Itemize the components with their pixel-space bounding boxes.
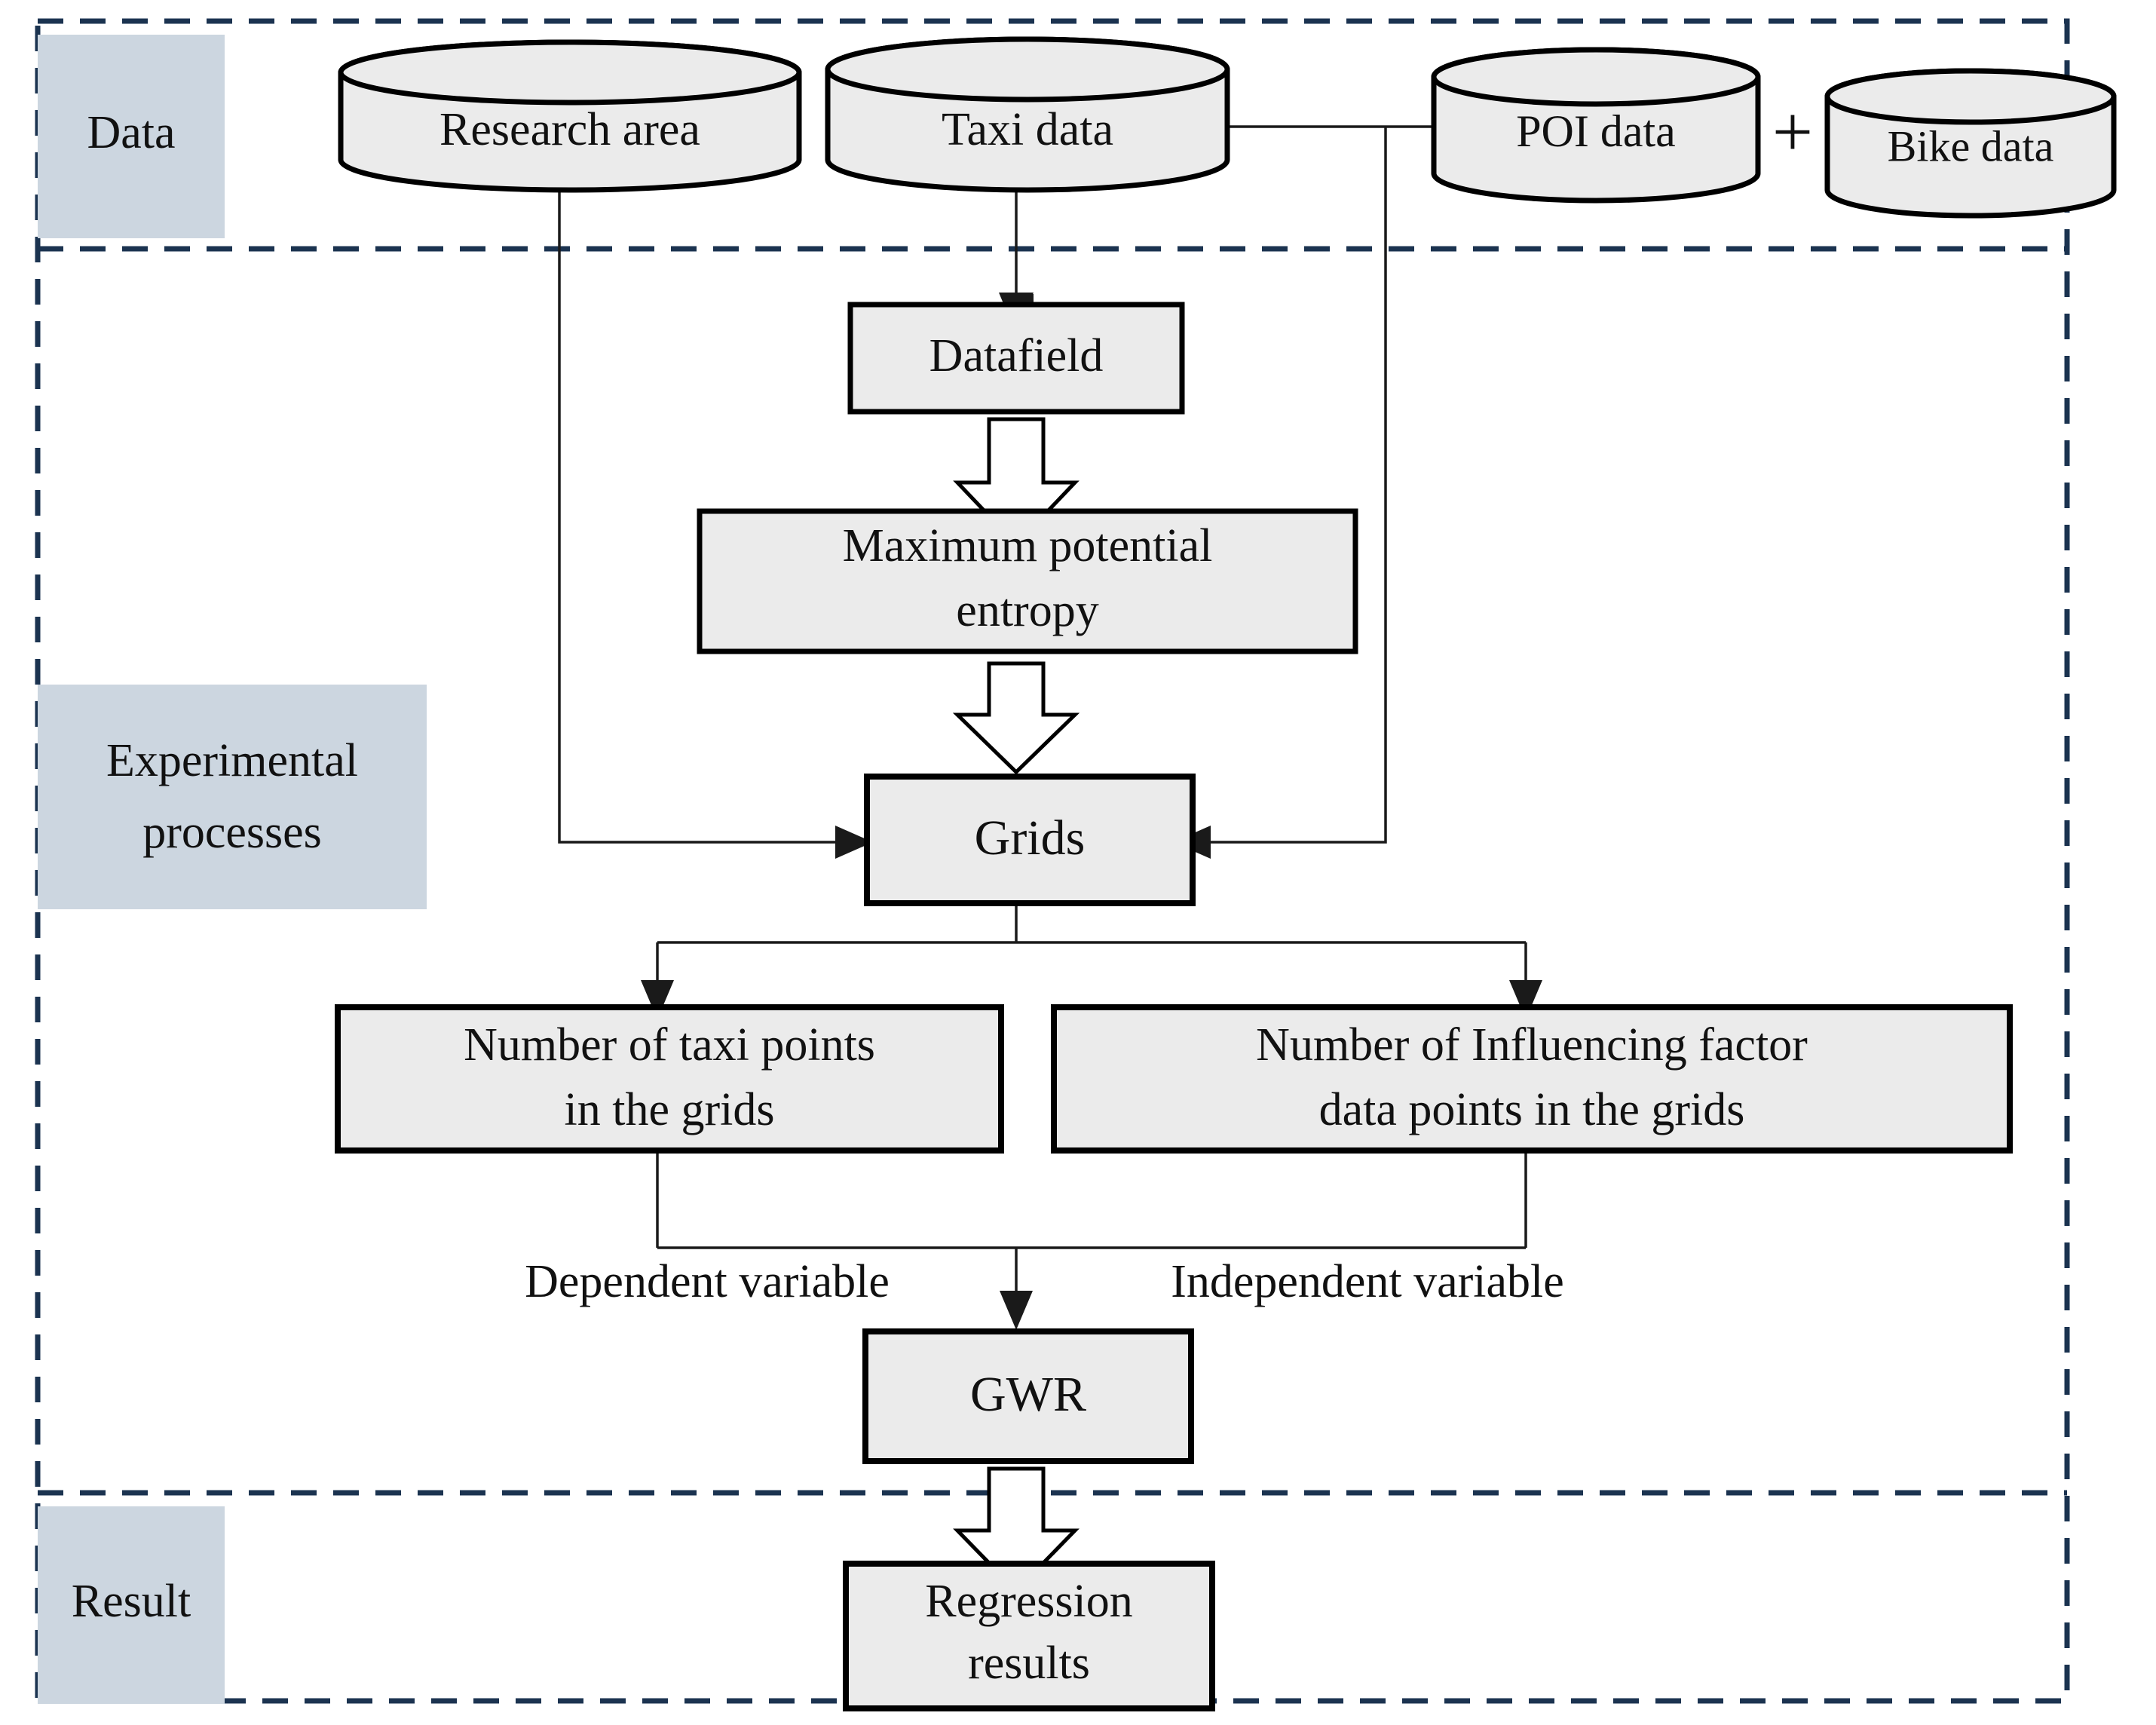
edge-label-independent-variable: Independent variable xyxy=(1171,1256,1564,1307)
block-arrow-entropy-to-grids xyxy=(952,661,1080,775)
plus-icon: + xyxy=(1772,91,1813,172)
node-label-gwr: GWR xyxy=(970,1367,1086,1422)
node-label-regression-line2: results xyxy=(968,1638,1090,1689)
node-bike-data[interactable]: Bike data xyxy=(1824,68,2117,219)
node-grids[interactable]: Grids xyxy=(864,774,1196,906)
outer-dashed-frame xyxy=(35,18,2070,1704)
node-poi-data[interactable]: POI data xyxy=(1431,47,1761,204)
node-gwr[interactable]: GWR xyxy=(862,1328,1194,1464)
node-research-area[interactable]: Research area xyxy=(338,39,802,193)
edge-research-area-to-grids xyxy=(558,188,835,844)
arrowhead-influencing-top xyxy=(1509,980,1542,1019)
stage-chip-experimental xyxy=(38,685,427,909)
node-regression-results[interactable]: Regression results xyxy=(843,1561,1215,1711)
node-label-taxipoints-line2: in the grids xyxy=(565,1084,775,1135)
edge-poi-bike-to-grids xyxy=(1211,127,1387,844)
stage-label-experimental-line1: Experimental xyxy=(106,735,358,786)
node-taxi-points-count[interactable]: Number of taxi points in the grids xyxy=(335,1004,1004,1154)
node-label-influencing-line1: Number of Influencing factor xyxy=(1256,1019,1808,1071)
node-label-entropy-line2: entropy xyxy=(956,585,1098,636)
edge-label-dependent-variable: Dependent variable xyxy=(525,1256,890,1307)
node-label-poi-data: POI data xyxy=(1516,106,1676,156)
node-label-bike-data: Bike data xyxy=(1888,121,2054,170)
arrowhead-gwr-top xyxy=(1000,1291,1033,1330)
node-label-taxipoints-line1: Number of taxi points xyxy=(464,1019,875,1071)
node-label-grids: Grids xyxy=(975,810,1086,866)
node-label-regression-line1: Regression xyxy=(925,1576,1133,1627)
stage-chip-result xyxy=(38,1506,225,1704)
node-label-datafield: Datafield xyxy=(929,330,1104,381)
stage-label-experimental-line2: processes xyxy=(142,807,322,858)
arrowhead-taxipoints-top xyxy=(641,980,674,1019)
arrowhead-grids-left xyxy=(835,826,873,859)
stage-label-result: Result xyxy=(72,1576,191,1627)
stage-label-data: Data xyxy=(87,107,175,158)
stage-chip-data xyxy=(38,35,225,238)
node-maximum-potential-entropy[interactable]: Maximum potential entropy xyxy=(697,508,1358,654)
node-label-entropy-line1: Maximum potential xyxy=(843,520,1213,571)
node-datafield[interactable]: Datafield xyxy=(847,302,1185,415)
node-influencing-factor-count[interactable]: Number of Influencing factor data points… xyxy=(1051,1004,2013,1154)
node-label-taxi-data: Taxi data xyxy=(942,104,1113,155)
node-label-research-area: Research area xyxy=(439,104,700,155)
node-taxi-data[interactable]: Taxi data xyxy=(825,36,1230,193)
node-label-influencing-line2: data points in the grids xyxy=(1319,1084,1745,1135)
